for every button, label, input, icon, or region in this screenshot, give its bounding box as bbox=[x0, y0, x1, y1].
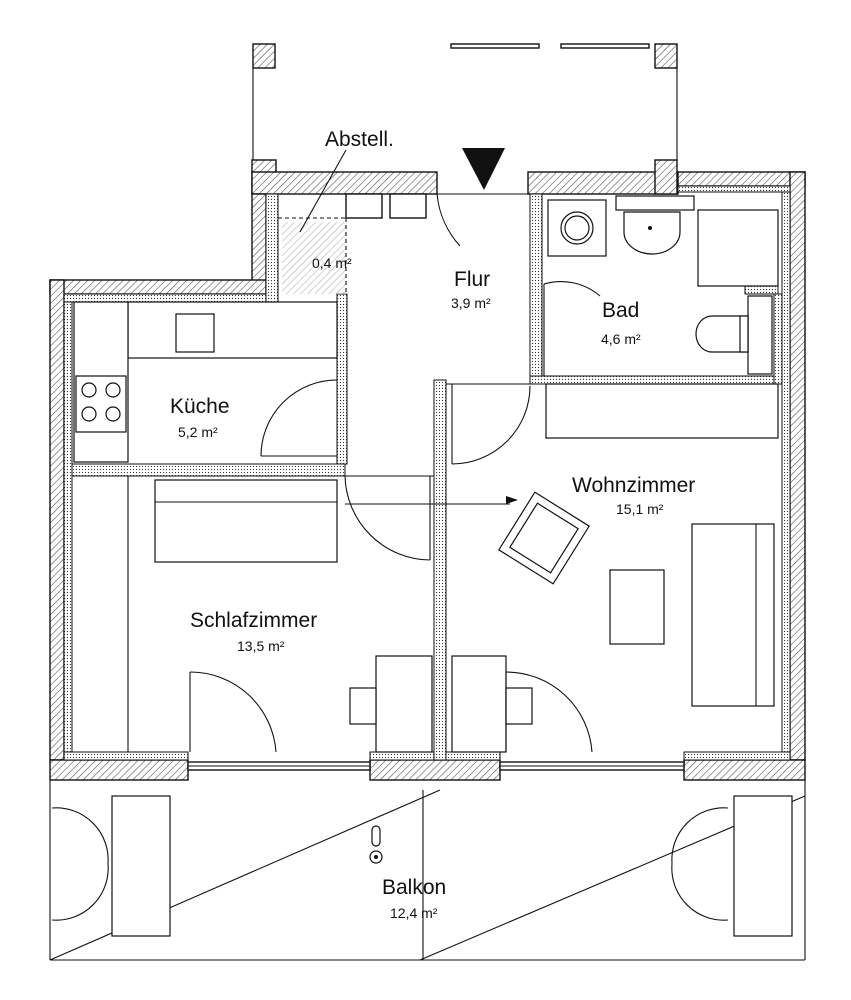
flur-area: 3,9 m² bbox=[451, 295, 491, 311]
outer-walls bbox=[49, 159, 806, 781]
wohnzimmer-name: Wohnzimmer bbox=[572, 474, 695, 497]
shower-tray bbox=[697, 209, 779, 287]
bathroom-fixtures bbox=[543, 195, 779, 376]
entrance-arrow-icon bbox=[462, 148, 505, 190]
living-desk bbox=[451, 655, 507, 753]
window-frames bbox=[187, 761, 685, 771]
abstell-leader-line bbox=[299, 149, 347, 233]
abstell-name: Abstell. bbox=[325, 128, 394, 151]
kitchen-counter-top bbox=[127, 301, 338, 359]
flur-name: Flur bbox=[454, 268, 490, 291]
toilet-icon bbox=[695, 315, 749, 353]
abstell-area: 0,4 m² bbox=[312, 255, 352, 271]
sink-counter bbox=[615, 195, 695, 211]
bad-area: 4,6 m² bbox=[601, 331, 641, 347]
bedroom-chair bbox=[349, 687, 377, 725]
living-sideboard bbox=[545, 383, 779, 439]
toilet-tank bbox=[747, 295, 773, 375]
sink-icon bbox=[623, 211, 681, 255]
balkon-name: Balkon bbox=[382, 876, 446, 899]
kueche-name: Küche bbox=[170, 395, 230, 418]
stove-icon bbox=[75, 375, 127, 433]
kitchen-sink-icon bbox=[175, 313, 215, 353]
storage-room bbox=[278, 149, 427, 294]
schlafzimmer-area: 13,5 m² bbox=[237, 638, 285, 654]
room-labels: Abstell. 0,4 m² Flur 3,9 m² Bad 4,6 m² K… bbox=[170, 128, 695, 921]
living-furniture bbox=[451, 383, 779, 753]
schlafzimmer-name: Schlafzimmer bbox=[190, 609, 317, 632]
sofa bbox=[691, 523, 775, 707]
armchair-icon bbox=[498, 491, 590, 585]
insulation-layers bbox=[63, 185, 791, 761]
stairwell-walls bbox=[252, 43, 678, 160]
living-chair bbox=[505, 687, 533, 725]
entrance bbox=[436, 148, 528, 247]
coffee-table bbox=[609, 569, 665, 645]
kitchen-fixtures bbox=[73, 301, 338, 463]
hallway-doors bbox=[344, 383, 531, 561]
balcony bbox=[49, 780, 806, 961]
balkon-area: 12,4 m² bbox=[390, 905, 438, 921]
bad-name: Bad bbox=[602, 299, 639, 322]
bedroom-desk bbox=[375, 655, 433, 753]
bed bbox=[154, 479, 338, 563]
bedroom-furniture bbox=[127, 476, 433, 753]
kueche-area: 5,2 m² bbox=[178, 424, 218, 440]
wohnzimmer-area: 15,1 m² bbox=[616, 501, 664, 517]
